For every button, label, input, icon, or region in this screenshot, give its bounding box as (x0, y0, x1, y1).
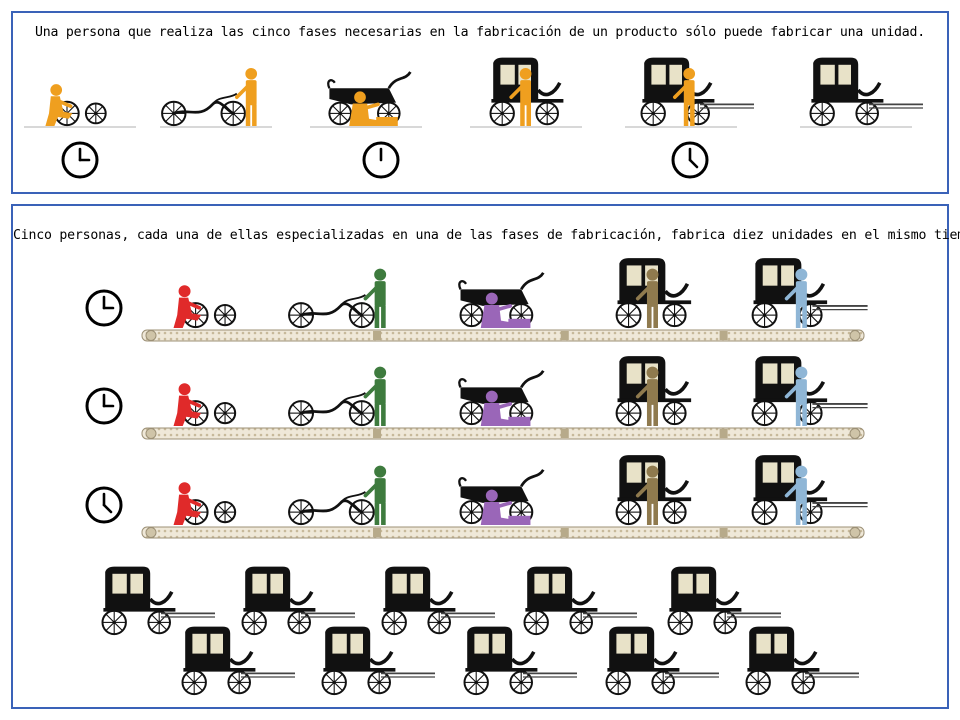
single-worker-panel: Una persona que realiza las cinco fases … (11, 11, 949, 194)
assembly-line-caption: Cinco personas, cada una de ellas especi… (13, 228, 960, 243)
single-worker-caption: Una persona que realiza las cinco fases … (34, 25, 926, 40)
assembly-line-panel: Cinco personas, cada una de ellas especi… (11, 204, 960, 709)
